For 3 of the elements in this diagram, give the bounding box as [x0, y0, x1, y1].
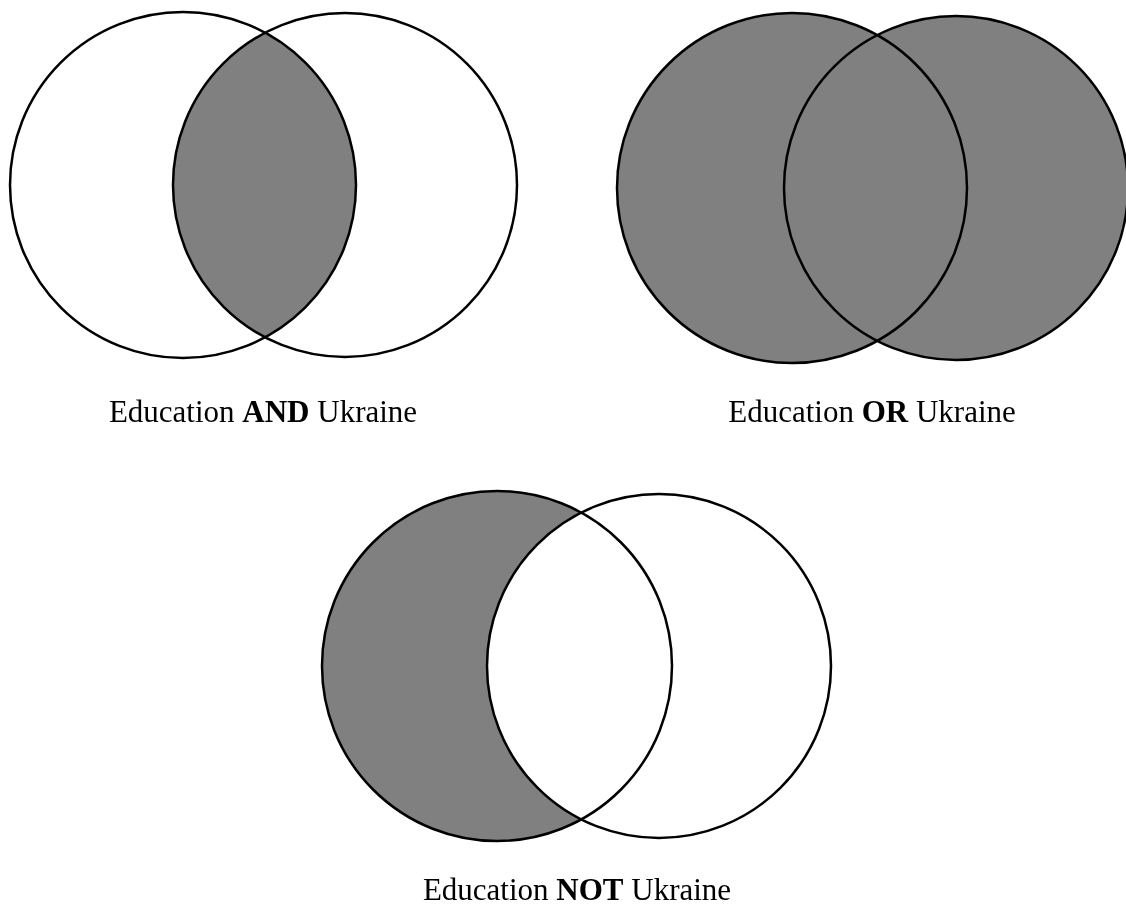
caption: Education OR Ukraine [728, 394, 1016, 430]
caption: Education NOT Ukraine [422, 872, 732, 908]
caption: Education AND Ukraine [108, 394, 418, 430]
